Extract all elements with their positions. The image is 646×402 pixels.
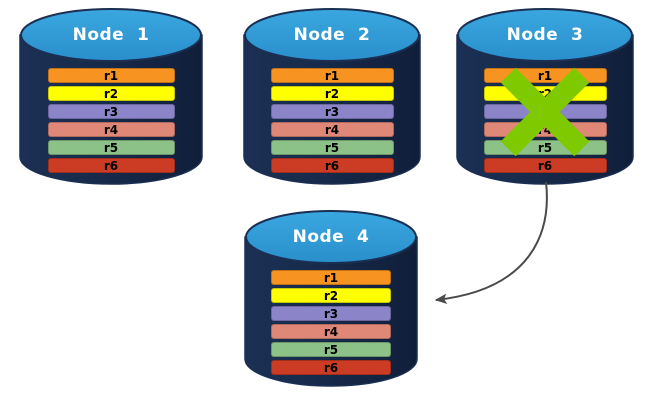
- row-label-r2: r2: [323, 289, 339, 303]
- row-r5[interactable]: r5: [270, 140, 394, 155]
- row-label-r6: r6: [537, 159, 553, 173]
- row-r1[interactable]: r1: [47, 68, 175, 83]
- row-r3[interactable]: r3: [47, 104, 175, 119]
- row-label-r1: r1: [103, 69, 119, 83]
- row-label-r4: r4: [323, 325, 339, 339]
- row-r4[interactable]: r4: [47, 122, 175, 137]
- node-1-rows: r1 r2 r3 r4 r5 r6: [20, 68, 202, 176]
- row-label-r5: r5: [323, 343, 339, 357]
- row-r4[interactable]: r4: [271, 324, 391, 339]
- row-label-r1: r1: [324, 69, 340, 83]
- node-4-rows: r1 r2 r3 r4 r5 r6: [245, 270, 417, 378]
- row-r5[interactable]: r5: [47, 140, 175, 155]
- node-2-rows: r1 r2 r3 r4 r5 r6: [244, 68, 420, 176]
- node-4-top-disc: [245, 210, 417, 264]
- row-r3[interactable]: r3: [270, 104, 394, 119]
- row-label-r6: r6: [323, 361, 339, 375]
- row-r3[interactable]: r3: [271, 306, 391, 321]
- row-label-r4: r4: [103, 123, 119, 137]
- row-r2[interactable]: r2: [47, 86, 175, 101]
- node-3-top-disc: [457, 8, 633, 62]
- row-r2[interactable]: r2: [271, 288, 391, 303]
- row-label-r5: r5: [103, 141, 119, 155]
- row-label-r3: r3: [324, 105, 340, 119]
- node-1-top-disc: [20, 8, 202, 62]
- row-r1[interactable]: r1: [270, 68, 394, 83]
- row-label-r1: r1: [323, 271, 339, 285]
- row-r5[interactable]: r5: [271, 342, 391, 357]
- row-label-r2: r2: [324, 87, 340, 101]
- row-r2[interactable]: r2: [270, 86, 394, 101]
- row-label-r6: r6: [324, 159, 340, 173]
- row-label-r5: r5: [324, 141, 340, 155]
- row-r6[interactable]: r6: [47, 158, 175, 173]
- row-label-r3: r3: [323, 307, 339, 321]
- row-r1[interactable]: r1: [271, 270, 391, 285]
- row-r6[interactable]: r6: [270, 158, 394, 173]
- row-label-r3: r3: [103, 105, 119, 119]
- row-r4[interactable]: r4: [270, 122, 394, 137]
- row-r6[interactable]: r6: [271, 360, 391, 375]
- row-label-r6: r6: [103, 159, 119, 173]
- row-r6[interactable]: r6: [483, 158, 607, 173]
- row-label-r4: r4: [324, 123, 340, 137]
- arrow-path: [434, 181, 548, 304]
- node-2-top-disc: [244, 8, 420, 62]
- row-label-r2: r2: [103, 87, 119, 101]
